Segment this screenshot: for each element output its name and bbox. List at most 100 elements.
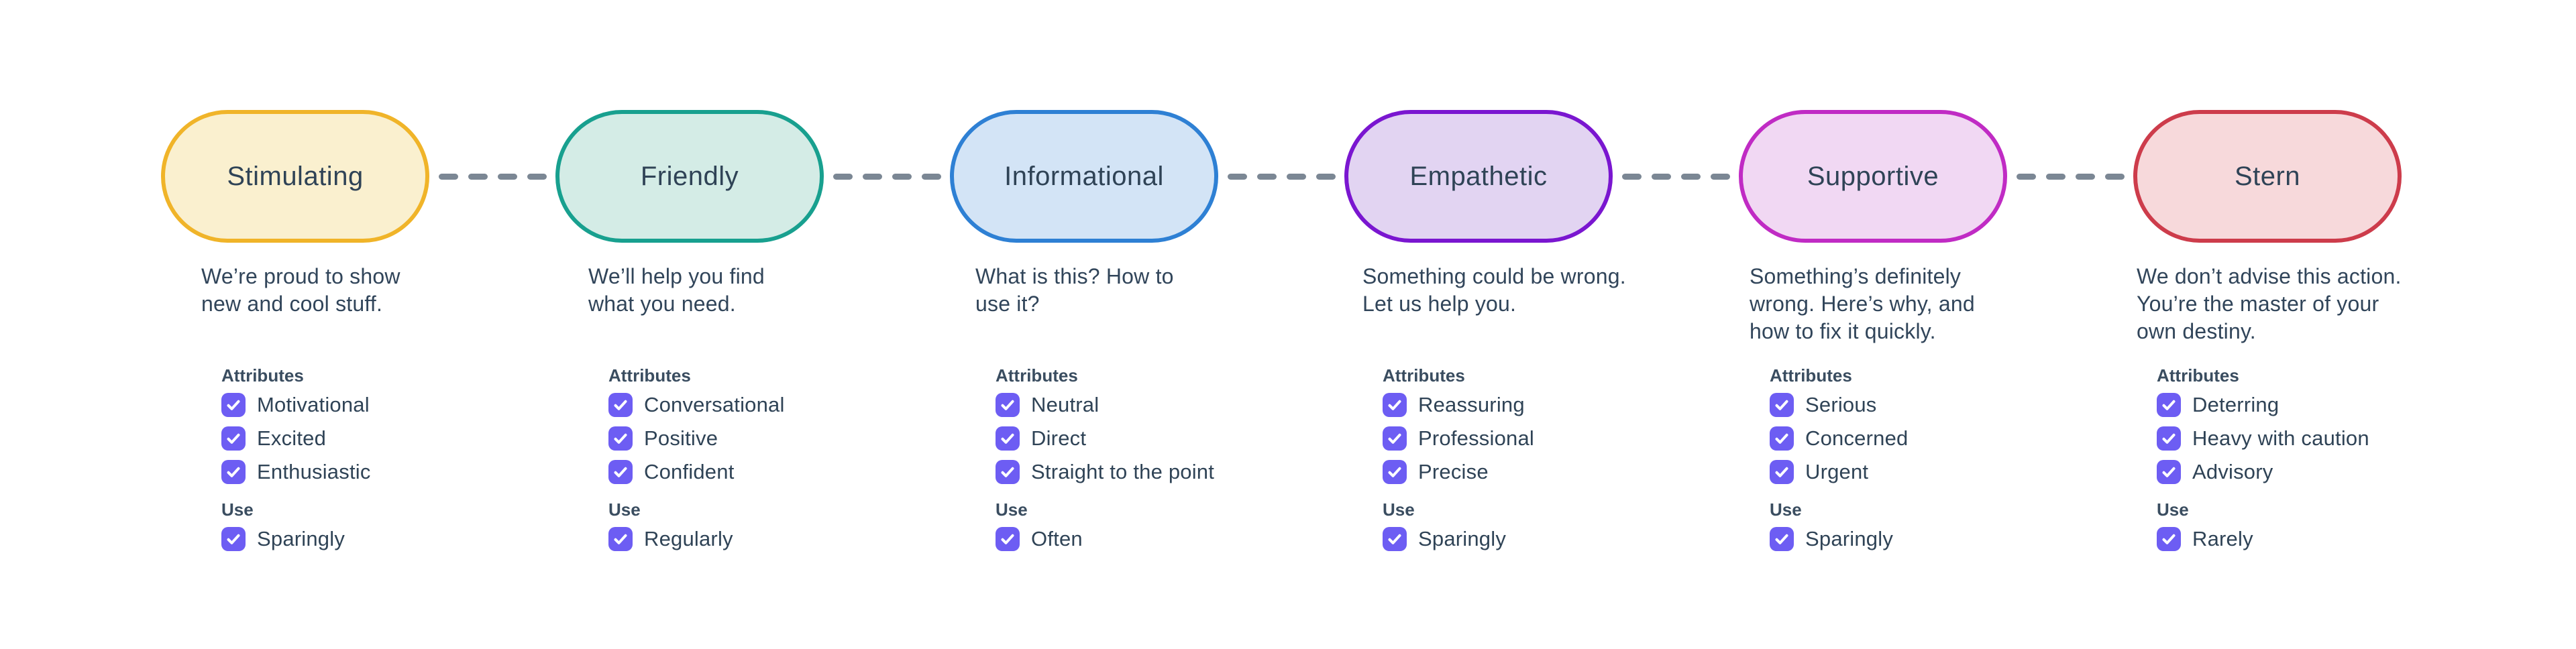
checkbox-label: Advisory [2192,460,2273,483]
checkbox-checked[interactable] [608,393,633,417]
checkbox-checked[interactable] [1383,426,1407,451]
checkbox-label: Concerned [1805,426,1909,450]
connector-dash [1621,173,1642,180]
use-list: Often [996,527,1362,551]
checkbox-checked[interactable] [2157,426,2181,451]
tone-description: We’re proud to show new and cool stuff. [201,264,400,316]
checkbox-checked[interactable] [1383,393,1407,417]
checkmark-icon [227,534,240,544]
checkbox-row: Direct [996,426,1362,451]
checkbox-checked[interactable] [1383,527,1407,551]
dashed-connector [429,173,555,180]
checkbox-checked[interactable] [608,426,633,451]
checkmark-icon [1001,400,1014,410]
checkbox-checked[interactable] [221,393,246,417]
connector-dash [1316,173,1336,180]
checkbox-checked[interactable] [1770,393,1794,417]
checkbox-checked[interactable] [996,460,1020,484]
checkbox-row: Straight to the point [996,460,1362,484]
checkmark-icon [614,534,627,544]
connector-dash [468,173,488,180]
tone-details-row: We’re proud to show new and cool stuff. … [201,263,2524,560]
dashed-connector [2007,173,2133,180]
checkmark-icon [227,433,240,444]
checkbox-label: Serious [1805,393,1877,416]
checkmark-icon [1388,467,1401,477]
dashed-connector [1218,173,1344,180]
tone-pills-row: Stimulating Friendly Informational Empat… [161,110,2402,243]
attributes-list: Neutral Direct Straight to the point [996,393,1362,484]
tone-description: Something’s definitely wrong. Here’s why… [1750,264,1975,343]
connector-dash [1710,173,1730,180]
checkbox-checked[interactable] [996,426,1020,451]
use-heading: Use [221,499,254,520]
checkbox-checked[interactable] [1770,460,1794,484]
attributes-heading: Attributes [2157,365,2239,386]
tone-description: We’ll help you find what you need. [588,264,765,316]
checkbox-checked[interactable] [1383,460,1407,484]
attributes-list: Motivational Excited Enthusiastic [221,393,588,484]
checkbox-row: Serious [1770,393,2137,417]
dashed-connector [824,173,950,180]
checkbox-row: Concerned [1770,426,2137,451]
attributes-list: Deterring Heavy with caution Advisory [2157,393,2524,484]
checkmark-icon [2162,467,2176,477]
use-heading: Use [1383,499,1415,520]
checkmark-icon [614,467,627,477]
use-heading: Use [2157,499,2189,520]
checkbox-row: Confident [608,460,975,484]
checkbox-row: Sparingly [221,527,588,551]
tone-pill-friendly: Friendly [555,110,824,243]
tone-pill-label: Informational [1004,161,1164,191]
checkmark-icon [1001,433,1014,444]
checkbox-checked[interactable] [996,393,1020,417]
checkbox-label: Sparingly [1418,527,1507,550]
checkbox-row: Sparingly [1383,527,1750,551]
checkbox-label: Heavy with caution [2192,426,2369,450]
tone-attributes-block: Attributes Reassuring Professional Preci… [1383,365,1750,551]
checkbox-checked[interactable] [608,527,633,551]
connector-dash [2104,173,2125,180]
checkbox-checked[interactable] [221,426,246,451]
tone-pill-empathetic: Empathetic [1344,110,1613,243]
checkbox-checked[interactable] [221,527,246,551]
checkbox-label: Reassuring [1418,393,1525,416]
checkbox-row: Rarely [2157,527,2524,551]
checkbox-row: Conversational [608,393,975,417]
checkbox-row: Heavy with caution [2157,426,2524,451]
checkmark-icon [1775,400,1788,410]
checkbox-row: Positive [608,426,975,451]
checkbox-checked[interactable] [996,527,1020,551]
use-heading: Use [1770,499,1802,520]
tone-attributes-block: Attributes Neutral Direct Straight to th… [996,365,1362,551]
checkbox-checked[interactable] [221,460,246,484]
checkmark-icon [614,400,627,410]
checkbox-row: Reassuring [1383,393,1750,417]
checkbox-checked[interactable] [1770,527,1794,551]
connector-dash [2045,173,2065,180]
checkbox-row: Regularly [608,527,975,551]
checkbox-checked[interactable] [2157,393,2181,417]
checkmark-icon [1388,534,1401,544]
connector-dash [1256,173,1277,180]
checkbox-checked[interactable] [608,460,633,484]
checkmark-icon [2162,400,2176,410]
tone-pill-informational: Informational [950,110,1218,243]
tone-pill-label: Supportive [1807,161,1939,191]
tone-details-friendly: We’ll help you find what you need. Attri… [588,263,975,560]
attributes-list: Serious Concerned Urgent [1770,393,2137,484]
tone-pill-label: Friendly [640,161,739,191]
checkbox-label: Direct [1031,426,1087,450]
checkbox-row: Enthusiastic [221,460,588,484]
connector-dash [892,173,912,180]
attributes-heading: Attributes [608,365,691,386]
checkbox-row: Neutral [996,393,1362,417]
checkbox-checked[interactable] [1770,426,1794,451]
checkbox-checked[interactable] [2157,460,2181,484]
tone-attributes-block: Attributes Motivational Excited Enthusia… [221,365,588,551]
checkmark-icon [2162,534,2176,544]
checkbox-checked[interactable] [2157,527,2181,551]
checkmark-icon [1775,534,1788,544]
checkmark-icon [1775,433,1788,444]
checkbox-label: Enthusiastic [257,460,371,483]
